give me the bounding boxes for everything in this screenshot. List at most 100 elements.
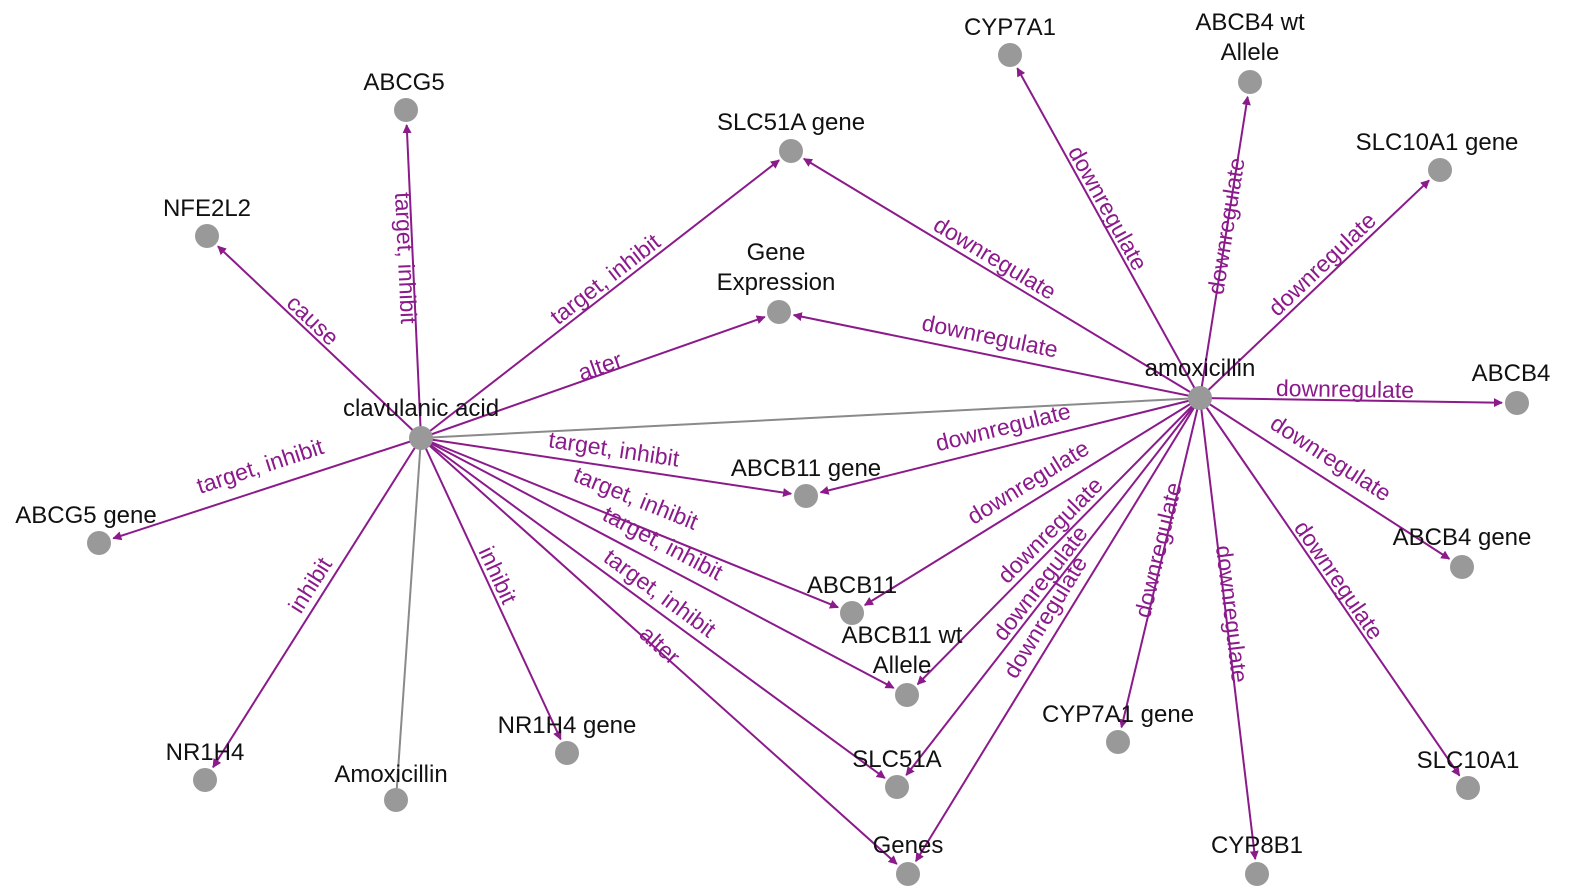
node-label-genes: Genes [873,832,944,859]
node-dot-slc51a[interactable] [885,775,909,799]
edge-amox-cyp7a1 [1016,67,1201,399]
node-slc51agene[interactable]: SLC51A gene [717,109,865,163]
node-amox[interactable]: amoxicillin [1145,355,1256,410]
node-dot-nfe2l2[interactable] [195,224,219,248]
node-label-slc51agene: SLC51A gene [717,109,865,136]
node-label-abcg5: ABCG5 [363,69,444,96]
node-label-slc51a: SLC51A [852,746,941,773]
edges-layer [112,67,1503,865]
node-dot-abcg5gene[interactable] [87,531,111,555]
edge-label-clav-abcb11gene: target, inhibit [547,426,682,471]
node-label-abcb4: ABCB4 [1472,360,1551,387]
edge-clav-abcg5 [402,124,422,439]
edge-amox-slc51agene [803,157,1201,399]
node-cyp8b1[interactable]: CYP8B1 [1211,832,1303,886]
edge-amox-cyp7a1gene [1118,397,1201,729]
edge-clav-geneexpr [420,315,766,439]
edge-amox-slc10a1 [1199,397,1461,777]
edge-label-clav-nr1h4gene: inhibit [474,542,523,608]
edge-clav-Amox2 [395,437,422,789]
edge-clav-abcb11gene [420,437,793,498]
node-label-abcb11gene: ABCB11 gene [731,455,881,482]
node-abcb4gene[interactable]: ABCB4 gene [1393,524,1532,579]
node-label-cyp8b1: CYP8B1 [1211,832,1303,859]
node-cyp7a1[interactable]: CYP7A1 [964,14,1056,67]
node-cyp7a1gene[interactable]: CYP7A1 gene [1042,701,1194,754]
node-dot-clav[interactable] [409,426,433,450]
edge-label-clav-abcg5gene: target, inhibit [193,433,327,499]
edge-clav-slc51a [420,437,886,779]
node-dot-slc51agene[interactable] [779,139,803,163]
node-label-Amox2: Amoxicillin [334,761,447,788]
node-label-cyp7a1: CYP7A1 [964,14,1056,41]
node-dot-abcb4wt[interactable] [1238,70,1262,94]
node-Amox2[interactable]: Amoxicillin [334,761,448,812]
node-slc51a[interactable]: SLC51A [852,746,942,799]
node-dot-cyp7a1[interactable] [998,43,1022,67]
edge-label-clav-slc51agene: target, inhibit [545,228,665,330]
node-dot-genes[interactable] [896,862,920,886]
edge-clav-amox [420,397,1189,439]
edge-clav-nr1h4gene [420,437,562,741]
edge-label-amox-abcb4gene: downregulate [1266,410,1396,507]
node-label-cyp7a1gene: CYP7A1 gene [1042,701,1194,728]
node-dot-abcg5[interactable] [394,98,418,122]
edge-label-amox-abcb4: downregulate [1276,375,1415,403]
node-dot-cyp8b1[interactable] [1245,862,1269,886]
edge-label-amox-cyp8b1: downregulate [1211,544,1253,684]
node-label-abcb4gene: ABCB4 gene [1393,524,1532,551]
node-dot-abcb4[interactable] [1505,391,1529,415]
node-abcb11gene[interactable]: ABCB11 gene [731,455,881,508]
node-label-slc10a1: SLC10A1 [1417,747,1520,774]
node-slc10a1gene[interactable]: SLC10A1 gene [1356,129,1519,182]
edge-amox-slc51a [905,397,1201,776]
node-dot-slc10a1gene[interactable] [1428,158,1452,182]
node-dot-nr1h4[interactable] [193,768,217,792]
node-label-abcb11: ABCB11 [807,572,897,599]
edge-amox-abcb11wt [916,397,1201,686]
edge-label-amox-slc51agene: downregulate [929,211,1061,305]
edge-label-clav-abcg5: target, inhibit [390,192,422,325]
edge-label-amox-slc10a1gene: downregulate [1263,207,1381,321]
node-genes[interactable]: Genes [873,832,944,886]
node-abcb4[interactable]: ABCB4 [1472,360,1551,415]
node-dot-Amox2[interactable] [384,788,408,812]
edge-amox-geneexpr [792,312,1201,399]
node-label-slc10a1gene: SLC10A1 gene [1356,129,1519,156]
edge-label-amox-cyp7a1: downregulate [1063,141,1153,274]
edge-amox-abcb4 [1199,397,1503,408]
edge-clav-abcb11wt [420,437,895,689]
node-dot-abcb11[interactable] [840,601,864,625]
node-dot-abcb4gene[interactable] [1450,555,1474,579]
node-clav[interactable]: clavulanic acid [343,395,499,450]
node-slc10a1[interactable]: SLC10A1 [1417,747,1520,800]
edge-label-clav-nfe2l2: cause [282,289,344,350]
node-abcg5[interactable]: ABCG5 [363,69,445,122]
edge-clav-nr1h4 [212,437,422,769]
node-dot-amox[interactable] [1188,386,1212,410]
edge-label-amox-slc10a1: downregulate [1289,516,1389,645]
node-dot-slc10a1[interactable] [1456,776,1480,800]
edge-amox-genes [914,397,1201,862]
node-abcb11[interactable]: ABCB11 [807,572,897,625]
node-dot-geneexpr[interactable] [767,300,791,324]
node-dot-nr1h4gene[interactable] [555,741,579,765]
node-nr1h4gene[interactable]: NR1H4 gene [498,712,637,765]
edge-label-amox-abcb4wt: downregulate [1202,156,1249,296]
node-dot-abcb11gene[interactable] [794,484,818,508]
node-abcg5gene[interactable]: ABCG5 gene [15,502,157,555]
edge-amox-abcb4gene [1199,397,1451,560]
node-label-nr1h4: NR1H4 [166,739,245,766]
node-dot-cyp7a1gene[interactable] [1106,730,1130,754]
node-nfe2l2[interactable]: NFE2L2 [163,195,251,248]
node-nr1h4[interactable]: NR1H4 [166,739,245,792]
node-dot-abcb11wt[interactable] [895,683,919,707]
